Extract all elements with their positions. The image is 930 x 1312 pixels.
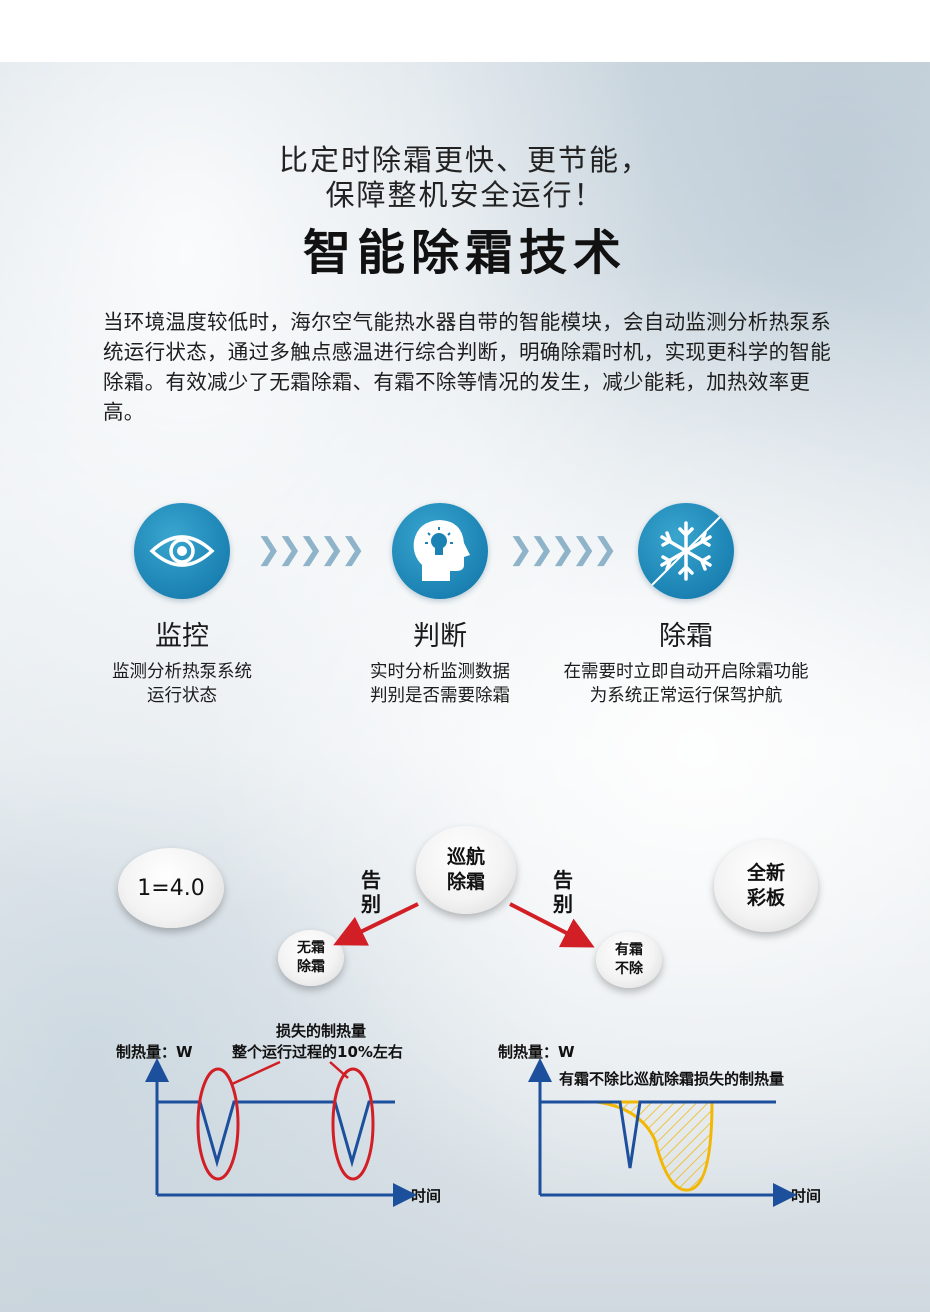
- loss-circle-2: [331, 1067, 375, 1181]
- ratio-badge: 1=4.0: [118, 848, 224, 928]
- right-chart-xlabel: 时间: [791, 1187, 822, 1205]
- loss-area: [596, 1100, 714, 1192]
- ratio-text: 1=4.0: [137, 875, 205, 901]
- snowflake-icon: [638, 503, 734, 599]
- step-judge-desc-2: 判别是否需要除霜: [370, 686, 510, 706]
- farewell-right-1: 告: [553, 868, 573, 892]
- farewell-left-2: 别: [361, 892, 381, 916]
- frost-line-1: 有霜: [615, 942, 643, 958]
- loss-circle-1: [196, 1067, 240, 1181]
- step-judge-desc-1: 实时分析监测数据: [370, 662, 510, 682]
- ice-background: [0, 62, 930, 1312]
- loss-note-2: 整个运行过程的10%左右: [232, 1043, 403, 1061]
- step-monitor-title: 监控: [155, 621, 209, 652]
- tagline-line-2: 保障整机安全运行！: [325, 178, 605, 212]
- no-frost-line-1: 无霜: [297, 940, 325, 956]
- step-defrost-title: 除霜: [659, 621, 713, 652]
- flow-arrows-1: ❯❯❯❯❯: [256, 532, 366, 567]
- flow-arrows-2: ❯❯❯❯❯: [508, 532, 618, 567]
- farewell-right-2: 别: [553, 892, 573, 916]
- frost-line-2: 不除: [615, 961, 643, 977]
- step-monitor-desc-2: 运行状态: [147, 686, 217, 706]
- left-heating-line: [157, 1100, 395, 1168]
- cruise-defrost-badge: 巡航 除霜: [416, 826, 516, 914]
- left-chart-xlabel: 时间: [411, 1187, 442, 1205]
- head-lightbulb-icon: [392, 503, 488, 599]
- loss-pointer-1: [231, 1060, 281, 1086]
- right-red-arrow: [509, 902, 595, 948]
- no-frost-defrost-badge: 无霜 除霜: [278, 930, 344, 986]
- new-panel-line-2: 彩板: [746, 887, 785, 909]
- tagline-line-1: 比定时除霜更快、更节能，: [278, 143, 651, 177]
- step-judge-title: 判断: [413, 621, 467, 652]
- right-chart-note: 有霜不除比巡航除霜损失的制热量: [559, 1070, 785, 1088]
- right-heating-line: [540, 1100, 776, 1169]
- loss-pointer-2: [329, 1061, 349, 1079]
- intro-paragraph: 当环境温度较低时，海尔空气能热水器自带的智能模块，会自动监测分析热泵系统运行状态…: [103, 310, 831, 424]
- loss-note-1: 损失的制热量: [276, 1022, 367, 1040]
- new-panel-line-1: 全新: [746, 862, 785, 884]
- cruise-line-2: 除霜: [446, 871, 485, 893]
- eye-icon: [134, 503, 230, 599]
- new-panel-badge: 全新 彩板: [714, 840, 818, 932]
- page-title: 智能除霜技术: [302, 225, 627, 281]
- right-chart-ylabel: 制热量：W: [498, 1043, 575, 1061]
- no-frost-line-2: 除霜: [297, 959, 325, 975]
- farewell-left-1: 告: [361, 868, 381, 892]
- frost-no-defrost-badge: 有霜 不除: [596, 932, 662, 988]
- step-defrost-desc-1: 在需要时立即自动开启除霜功能: [563, 662, 809, 682]
- step-monitor-desc-1: 监测分析热泵系统: [112, 662, 252, 682]
- left-red-arrow: [333, 902, 419, 946]
- step-defrost-desc-2: 为系统正常运行保驾护航: [589, 686, 783, 706]
- cruise-line-1: 巡航: [446, 846, 485, 868]
- left-chart-ylabel: 制热量：W: [116, 1043, 193, 1061]
